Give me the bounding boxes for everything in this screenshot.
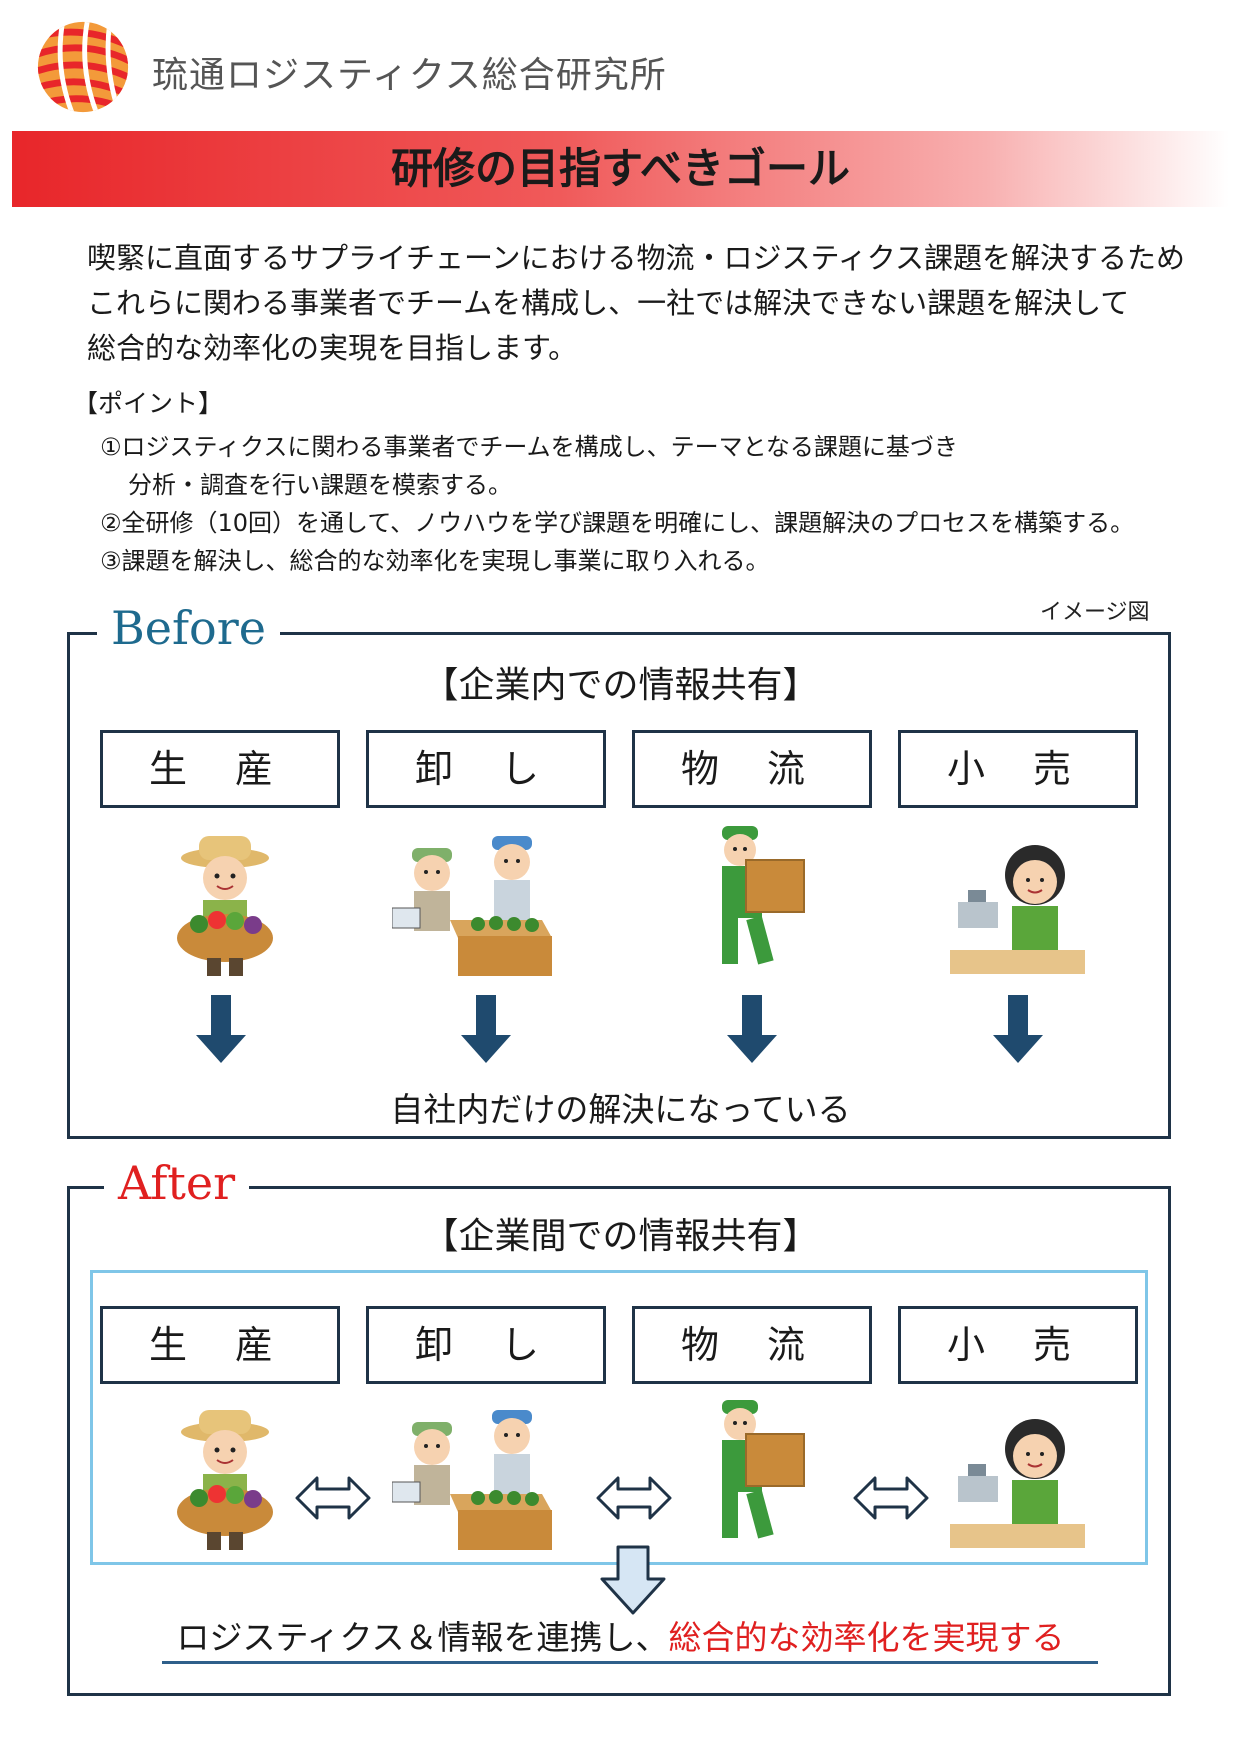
before-result-text: 自社内だけの解決になっている — [390, 1090, 851, 1129]
delivery-worker-icon — [722, 826, 805, 965]
before-stage-production: 生 産 — [100, 730, 340, 808]
intro-line: これらに関わる事業者でチームを構成し、一社では解決できない課題を解決して — [87, 286, 1130, 320]
point-item: ②全研修（10回）を通して、ノウハウを学び課題を明確にし、課題解決のプロセスを構… — [100, 509, 1135, 537]
intro-paragraph: 喫緊に直面するサプライチェーンにおける物流・ロジスティクス課題を解決するため こ… — [87, 236, 1197, 371]
point-item: ①ロジスティクスに関わる事業者でチームを構成し、テーマとなる課題に基づき — [100, 433, 958, 461]
after-stage-retail: 小 売 — [898, 1306, 1138, 1384]
double-arrow-icon — [295, 1476, 371, 1520]
wholesaler-workers-icon — [392, 836, 552, 976]
before-stage-wholesale: 卸 し — [366, 730, 606, 808]
points-heading: 【ポイント】 — [73, 389, 224, 418]
double-arrow-icon — [853, 1476, 929, 1520]
after-stage-wholesale: 卸 し — [366, 1306, 606, 1384]
before-stage-retail: 小 売 — [898, 730, 1138, 808]
before-panel — [67, 632, 1171, 1139]
intro-line: 総合的な効率化の実現を目指します。 — [87, 331, 578, 365]
before-label: Before — [97, 600, 280, 656]
wholesaler-workers-icon — [392, 1410, 552, 1550]
down-arrow-icon — [993, 995, 1043, 1063]
after-label: After — [104, 1155, 250, 1211]
down-arrow-icon — [196, 995, 246, 1063]
page-title: 研修の目指すべきゴール — [390, 144, 851, 193]
down-arrow-icon — [600, 1545, 666, 1615]
down-arrow-icon — [727, 995, 777, 1063]
org-name: 琉通ロジスティクス総合研究所 — [152, 55, 667, 96]
double-arrow-icon — [596, 1476, 672, 1520]
logo-icon — [37, 21, 129, 113]
after-stage-production: 生 産 — [100, 1306, 340, 1384]
final-prefix: ロジスティクス＆情報を連携し、 — [176, 1618, 669, 1657]
cashier-icon — [950, 845, 1085, 974]
cashier-icon — [950, 1419, 1085, 1548]
farmer-icon — [177, 836, 273, 976]
after-stage-logistics: 物 流 — [632, 1306, 872, 1384]
title-banner: 研修の目指すべきゴール — [12, 131, 1229, 207]
point-item: 分析・調査を行い課題を模索する。 — [128, 471, 512, 499]
delivery-worker-icon — [722, 1400, 805, 1539]
after-panel — [67, 1186, 1171, 1696]
before-section-title: 【企業内での情報共有】 — [422, 665, 819, 706]
farmer-icon — [177, 1410, 273, 1550]
final-highlight: 総合的な効率化を実現する — [668, 1618, 1065, 1657]
points-list: ①ロジスティクスに関わる事業者でチームを構成し、テーマとなる課題に基づき 分析・… — [100, 428, 1134, 580]
after-section-title: 【企業間での情報共有】 — [422, 1216, 819, 1257]
before-stage-logistics: 物 流 — [632, 730, 872, 808]
final-underline — [162, 1661, 1098, 1664]
final-statement: ロジスティクス＆情報を連携し、総合的な効率化を実現する — [0, 1611, 1241, 1659]
down-arrow-icon — [461, 995, 511, 1063]
header: 琉通ロジスティクス総合研究所 — [34, 18, 734, 118]
intro-line: 喫緊に直面するサプライチェーンにおける物流・ロジスティクス課題を解決するため — [87, 241, 1185, 275]
image-note: イメージ図 — [1040, 600, 1150, 625]
point-item: ③課題を解決し、総合的な効率化を実現し事業に取り入れる。 — [100, 547, 770, 575]
